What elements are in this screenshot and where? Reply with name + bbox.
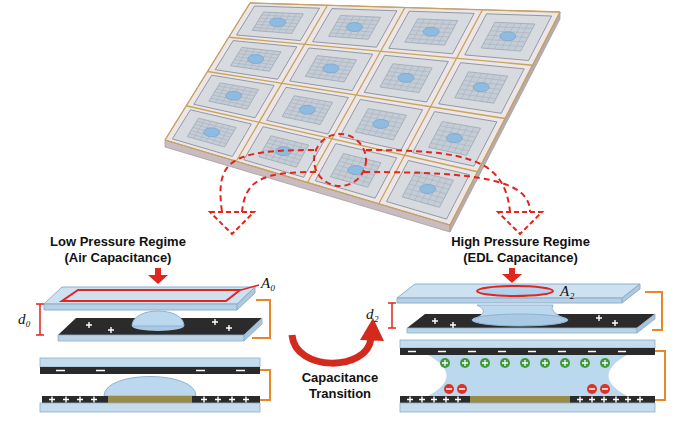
droplet (420, 184, 436, 193)
sensor-cell (194, 75, 274, 118)
wire (165, 140, 450, 225)
mesh-line (362, 120, 400, 127)
mesh-line (409, 184, 446, 194)
electrode-mesh (231, 47, 282, 71)
mesh-line (337, 165, 374, 175)
transition-label: Capacitance Transition (290, 370, 390, 402)
area-symbol: A₂ (560, 283, 574, 300)
mesh-line (435, 134, 473, 141)
wire (379, 10, 483, 204)
low-pressure-device (36, 285, 270, 341)
mesh-line (483, 44, 523, 47)
area-symbol: A₀ (261, 275, 275, 292)
electrode-mesh (405, 19, 458, 45)
mesh-line (357, 128, 395, 136)
electrode-mesh (481, 22, 535, 51)
electrode-mesh (305, 56, 356, 82)
mesh-line (431, 143, 469, 151)
mesh-line (404, 193, 441, 203)
sensor-cell (313, 9, 397, 48)
sensor-cell (215, 41, 297, 80)
droplet (346, 23, 362, 32)
mesh-line (241, 88, 253, 107)
gap-symbol: d₀ (18, 311, 31, 328)
droplet (226, 91, 242, 100)
sensor-cell (315, 144, 397, 199)
electrode-mesh (329, 15, 381, 39)
electrode-mesh (402, 171, 453, 207)
gap-symbol: d₂ (366, 306, 379, 323)
droplet (248, 55, 264, 64)
droplet (299, 105, 315, 114)
droplet (398, 73, 414, 82)
edl-capacitor-section (400, 340, 665, 412)
electrode-mesh (355, 109, 406, 140)
mesh-line (254, 27, 294, 30)
sensor-array (165, 3, 560, 232)
droplet (323, 64, 339, 73)
droplet (204, 128, 220, 137)
mesh-line (307, 73, 346, 78)
sensor-cell (290, 48, 373, 91)
electrode-mesh (455, 72, 508, 103)
sensor-cell (364, 55, 448, 102)
droplet (423, 27, 439, 36)
regime-title: High Pressure Regime (EDL Capacitance) (443, 234, 598, 266)
mesh-line (387, 114, 400, 138)
electrode-mesh (209, 83, 259, 109)
droplet (473, 83, 489, 92)
droplet (270, 18, 286, 27)
wire (208, 72, 506, 119)
sensor-cell (389, 11, 475, 54)
mesh-line (407, 38, 447, 41)
electrode-mesh (282, 96, 333, 125)
air-capacitor-section (40, 358, 270, 412)
droplet (373, 119, 389, 128)
mesh-line (382, 83, 421, 88)
mesh-line (215, 92, 253, 99)
mesh-line (330, 33, 370, 36)
electrode-mesh (252, 12, 303, 34)
mesh-line (457, 93, 496, 98)
regime-title: Low Pressure Regime (Air Capacitance) (43, 234, 193, 266)
pressure-arrow (148, 268, 522, 284)
board-top (165, 3, 560, 225)
transition-arrow (292, 318, 384, 363)
mesh-line (290, 143, 302, 165)
hollow-arrow (210, 212, 542, 234)
mesh-line (333, 173, 370, 183)
mesh-line (433, 179, 447, 206)
mesh-line (218, 126, 230, 145)
mesh-line (314, 101, 326, 123)
droplet (446, 134, 462, 143)
electrode-mesh (331, 154, 382, 188)
electrode-mesh (187, 118, 236, 147)
mesh-line (284, 113, 322, 121)
sensor-cell (237, 6, 320, 41)
droplet (500, 32, 516, 41)
mesh-line (362, 161, 375, 185)
mesh-line (460, 127, 474, 154)
sensor-cell (172, 110, 251, 157)
mesh-line (232, 63, 271, 68)
mesh-line (288, 106, 326, 113)
electrode-mesh (380, 64, 432, 93)
high-pressure-device (388, 284, 662, 333)
wire (186, 106, 477, 172)
selection-marker (220, 134, 530, 212)
electrode-mesh (429, 122, 481, 156)
wire (450, 12, 560, 225)
sensor-cell (340, 100, 423, 151)
